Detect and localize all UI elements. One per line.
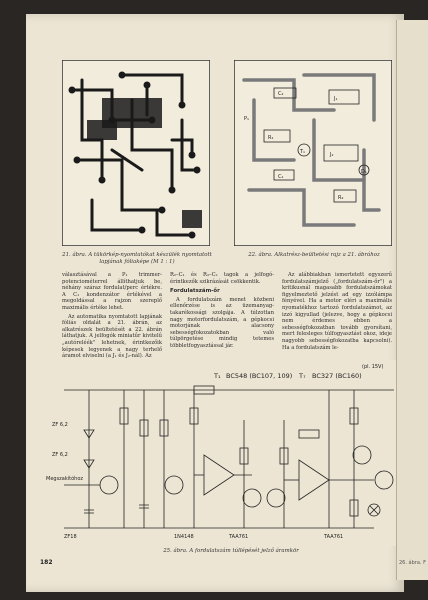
output-voltage-label: (pl. 15V) xyxy=(362,364,383,370)
svg-text:R₁: R₁ xyxy=(268,135,273,141)
adjacent-page-caption: 26. ábra. F xyxy=(399,560,426,566)
svg-text:R₂: R₂ xyxy=(338,195,343,201)
svg-text:D₁: D₁ xyxy=(361,169,367,175)
zener-zf62-top: ZF 6,2 xyxy=(52,422,68,428)
svg-text:C₁: C₁ xyxy=(278,174,284,180)
zener-zf18: ZF18 xyxy=(64,534,77,540)
svg-text:C₂: C₂ xyxy=(278,91,284,97)
svg-text:T₁: T₁ xyxy=(299,149,305,155)
book-page: 21. ábra. A tükörkép-nyomtatókat készülé… xyxy=(26,14,404,592)
column-2-intro: R₂–C₁ és R₃–C₂ tagok a jelfogó-érintkező… xyxy=(170,272,274,285)
figure-21-caption: 21. ábra. A tükörkép-nyomtatókat készülé… xyxy=(62,252,212,265)
t1-label: T₁ xyxy=(213,372,221,380)
zener-zf62-bottom: ZF 6,2 xyxy=(52,452,68,458)
column-1-paragraph-1: választásával a P₁ trimmer-potenciométer… xyxy=(62,272,162,311)
schematic-drawing: T₁ BC548 (BC107, 109) T₇ BC327 (BC160) Z… xyxy=(46,364,394,540)
column-1-paragraph-2: Az automatika nyomtatott lapjának fóliás… xyxy=(62,313,162,360)
t7-type: BC327 (BC160) xyxy=(312,372,362,380)
ic-taa761-1: TAA761 xyxy=(228,534,248,540)
column-3-body: Az alábbiakban ismertetett egyszerű ford… xyxy=(282,272,392,351)
input-label: Megszakítóhoz xyxy=(46,475,83,482)
diode-1n4148: 1N4148 xyxy=(174,534,194,540)
section-heading-fordulatszam-or: Fordulatszám-őr xyxy=(170,288,220,295)
svg-text:J₂: J₂ xyxy=(329,152,333,158)
svg-text:J₁: J₁ xyxy=(333,96,337,102)
figure-22-caption: 22. ábra. Alkatrész-beültetési rajz a 21… xyxy=(248,252,380,258)
figure-21-pcb-foil xyxy=(61,59,211,247)
figure-22-component-layout: C₂ J₁ R₁ J₂ C₁ R₂ T₁ D₁ P₁ xyxy=(233,59,393,247)
page-number: 182 xyxy=(40,559,53,566)
column-2-body: A fordulatszám menet közbeni ellenőrzése… xyxy=(170,296,274,349)
t7-label: T₇ xyxy=(298,372,306,380)
text-column-3: Az alábbiakban ismertetett egyszerű ford… xyxy=(282,272,392,353)
svg-text:P₁: P₁ xyxy=(244,116,249,122)
figure-25-schematic: T₁ BC548 (BC107, 109) T₇ BC327 (BC160) Z… xyxy=(44,360,400,546)
adjacent-page-edge: 26. ábra. F xyxy=(396,20,428,580)
component-layout-drawing: C₂ J₁ R₁ J₂ C₁ R₂ T₁ D₁ P₁ xyxy=(233,59,393,247)
pcb-foil-drawing xyxy=(61,59,211,247)
ic-taa761-2: TAA761 xyxy=(323,534,343,540)
t1-type: BC548 (BC107, 109) xyxy=(226,372,292,380)
figure-25-caption: 25. ábra. A fordulatszám túllépését jelz… xyxy=(163,548,299,554)
text-column-1: választásával a P₁ trimmer-potenciométer… xyxy=(62,272,162,362)
text-column-2: R₂–C₁ és R₃–C₂ tagok a jelfogó-érintkező… xyxy=(170,272,274,352)
